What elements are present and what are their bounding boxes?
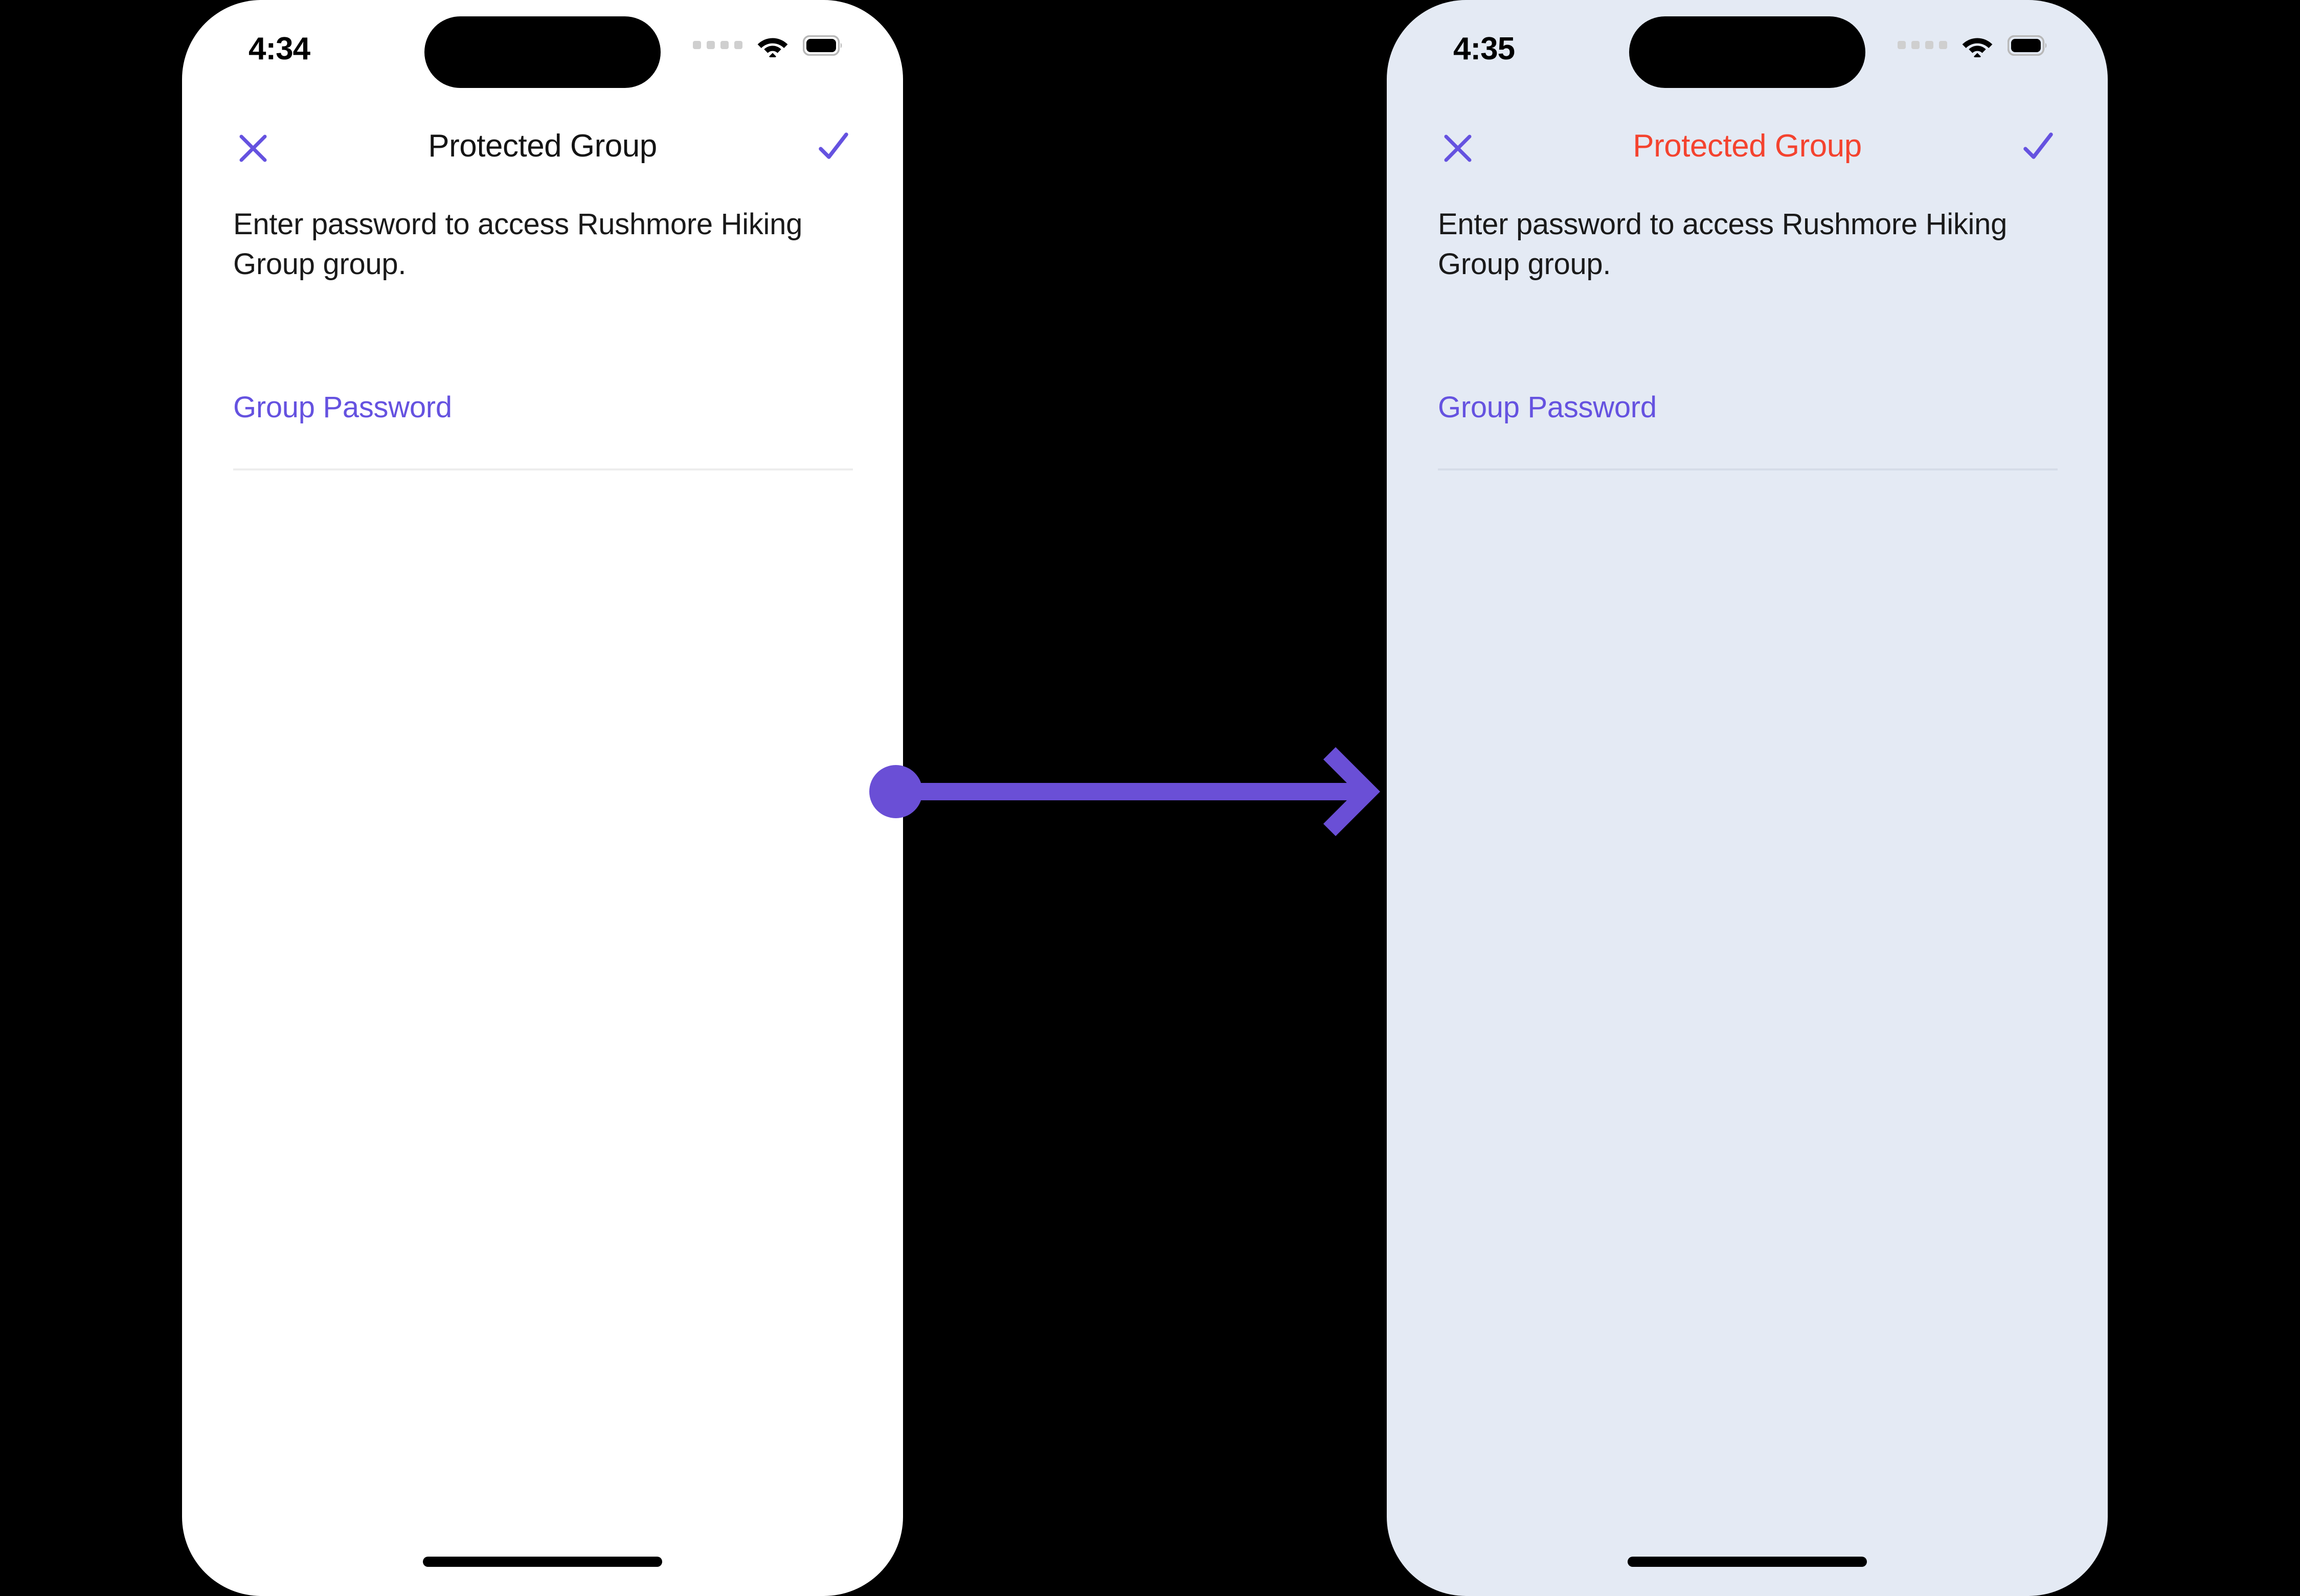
wifi-icon — [1962, 38, 1993, 57]
instruction-text: Enter password to access Rushmore Hiking… — [1438, 208, 2008, 281]
status-bar-indicators — [1898, 34, 2047, 57]
dynamic-island — [424, 16, 661, 88]
cellular-dots-icon — [693, 41, 742, 50]
cellular-dots-icon — [1898, 41, 1947, 50]
group-password-input[interactable] — [1438, 429, 2058, 467]
status-bar: 4:34 — [182, 0, 903, 102]
status-bar-time: 4:34 — [249, 31, 310, 66]
group-password-label: Group Password — [233, 391, 452, 424]
page-title: Protected Group — [428, 128, 657, 164]
group-password-field[interactable]: Group Password — [1438, 390, 2058, 470]
field-divider — [233, 468, 853, 470]
home-indicator[interactable] — [1628, 1557, 1867, 1567]
wifi-icon — [757, 38, 788, 57]
group-password-label: Group Password — [1438, 391, 1657, 424]
confirm-button[interactable] — [2015, 124, 2061, 170]
battery-icon — [803, 35, 842, 56]
transition-arrow — [869, 747, 1381, 837]
confirm-button[interactable] — [810, 124, 856, 170]
dynamic-island — [1629, 16, 1865, 88]
nav-bar: Protected Group — [1387, 113, 2108, 189]
arrow-shaft — [890, 783, 1360, 800]
close-button[interactable] — [232, 127, 275, 170]
nav-bar: Protected Group — [182, 113, 903, 189]
close-button[interactable] — [1436, 127, 1479, 170]
home-indicator[interactable] — [423, 1557, 662, 1567]
close-icon — [239, 134, 267, 162]
battery-icon — [2008, 35, 2047, 56]
instruction-text: Enter password to access Rushmore Hiking… — [233, 208, 803, 281]
phone-screen-before: 4:34 Protected Group — [182, 0, 903, 1596]
status-bar-indicators — [693, 34, 843, 57]
status-bar: 4:35 — [1387, 0, 2108, 102]
form-content: Enter password to access Rushmore Hiking… — [1438, 205, 2058, 470]
close-icon — [1444, 134, 1472, 162]
field-divider — [1438, 468, 2058, 470]
page-title: Protected Group — [1633, 128, 1862, 164]
form-content: Enter password to access Rushmore Hiking… — [233, 205, 853, 470]
group-password-field[interactable]: Group Password — [233, 390, 853, 470]
status-bar-time: 4:35 — [1453, 31, 1515, 66]
arrow-head-icon — [1323, 747, 1381, 837]
check-icon — [819, 132, 848, 159]
group-password-input[interactable] — [233, 429, 853, 467]
check-icon — [2023, 132, 2053, 159]
phone-screen-after: 4:35 Protected Group — [1387, 0, 2108, 1596]
